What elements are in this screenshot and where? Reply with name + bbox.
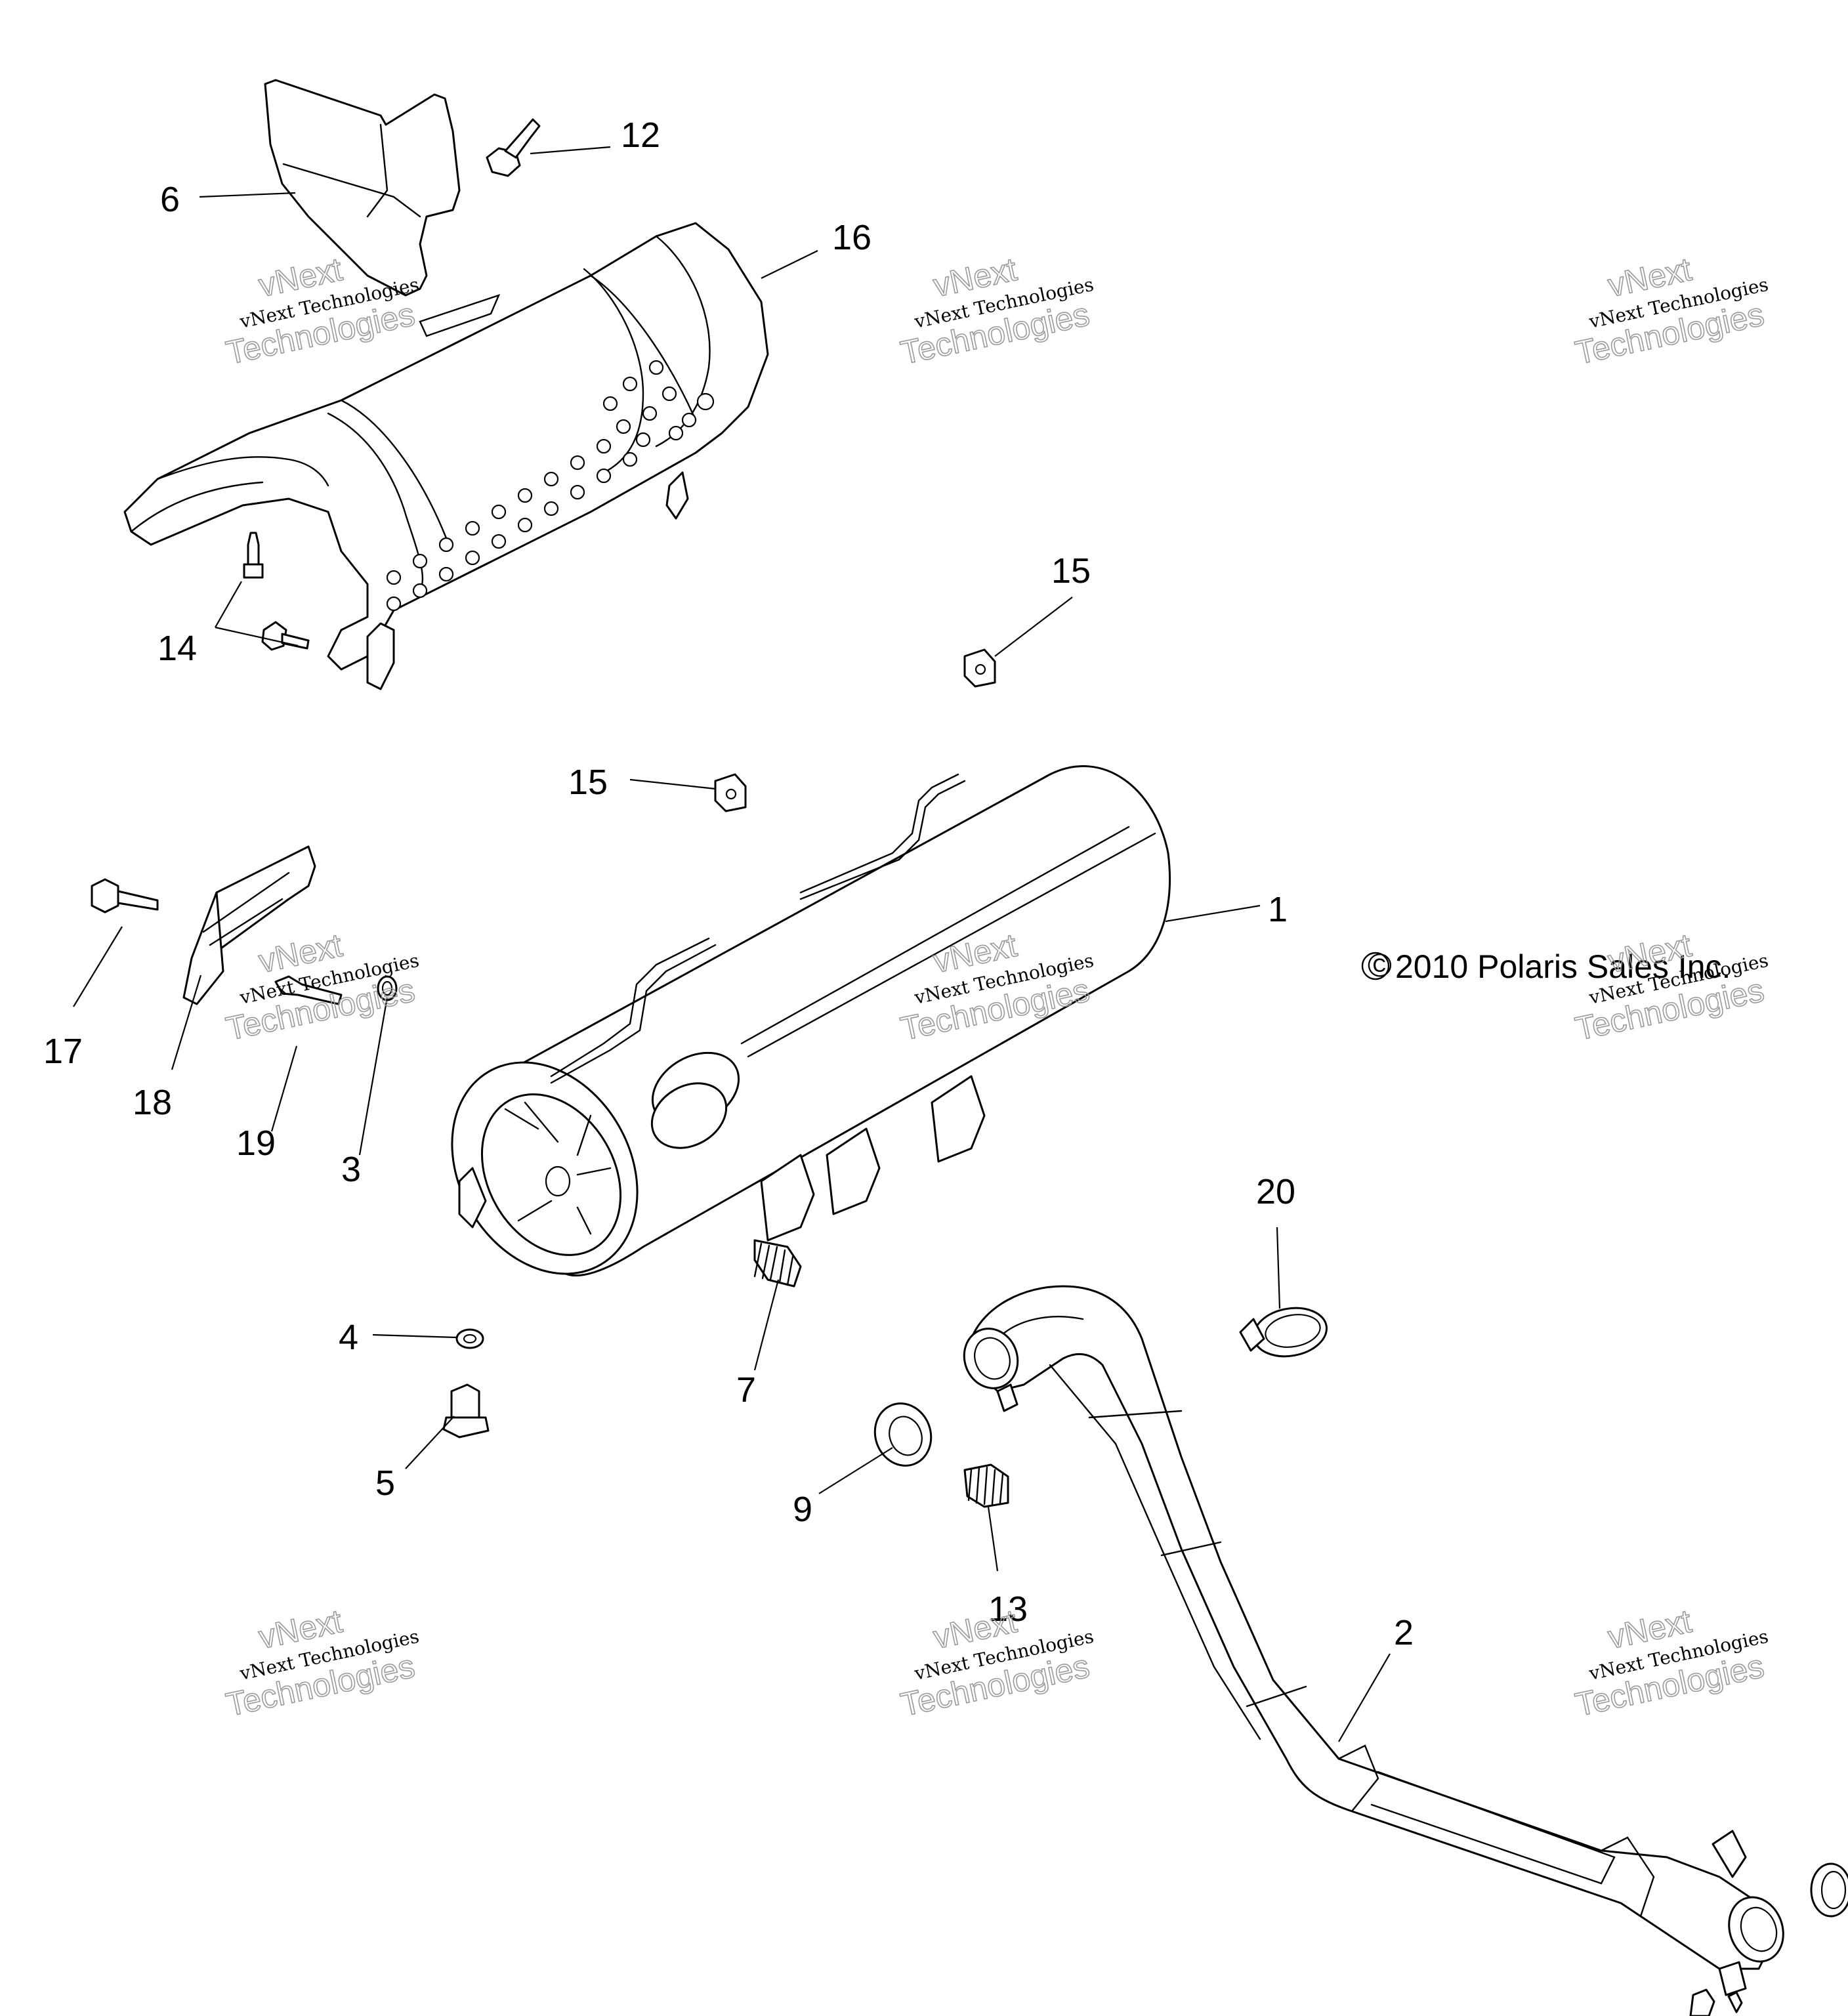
callout-5: 5: [375, 1463, 395, 1503]
callout-14: 14: [158, 629, 197, 668]
part-13-spring: [963, 1463, 1009, 1508]
part-17-bolt: [91, 878, 159, 914]
callout-6: 6: [160, 180, 180, 219]
callout-17: 17: [43, 1032, 83, 1071]
copyright-text: 2010 Polaris Sales Inc.: [1395, 948, 1731, 985]
exhaust-gasket-edge: [1810, 1862, 1848, 1918]
part-16-muffler-heat-shield: [123, 222, 769, 690]
callout-19: 19: [236, 1124, 276, 1163]
callout-18: 18: [133, 1083, 172, 1122]
callout-4: 4: [339, 1318, 358, 1357]
copyright-symbol: ©: [1368, 947, 1392, 984]
part-15-clip-nut-upper: [963, 648, 996, 688]
watermark-2: vNext vNext Technologies Technologies: [897, 250, 1096, 372]
part-18-bracket: [182, 845, 316, 1005]
watermark-3: vNext vNext Technologies Technologies: [1572, 250, 1771, 372]
watermark-7: vNext vNext Technologies Technologies: [222, 1602, 421, 1724]
callout-1: 1: [1268, 890, 1288, 929]
copyright-circle-icon: [1361, 952, 1390, 980]
callout-3: 3: [341, 1150, 361, 1189]
part-1-muffler: [451, 765, 1171, 1277]
watermark-9: vNext vNext Technologies Technologies: [1572, 1602, 1771, 1724]
watermark-4: vNext vNext Technologies Technologies: [222, 926, 421, 1048]
callout-labels: 1 2 3 4 5 6 7 9 12 13 14 15 15 16 17 18 …: [43, 116, 1414, 1652]
part-5-drain-plug: [442, 1383, 490, 1438]
part-20-clamp: [1239, 1307, 1328, 1358]
callout-7: 7: [736, 1370, 756, 1410]
part-6-heat-shield-plate: [264, 79, 461, 297]
part-2-head-pipe: [963, 1285, 1784, 1996]
callout-15-upper: 15: [1051, 551, 1091, 591]
bottom-fasteners: [1689, 1988, 1743, 2016]
callout-12: 12: [621, 116, 660, 155]
leader-lines: [73, 146, 1391, 1742]
copyright-notice: © 2010 Polaris Sales Inc.: [1361, 947, 1731, 985]
part-9-gasket: [873, 1402, 933, 1467]
part-3-o-ring: [377, 975, 398, 1001]
part-12-push-pin: [486, 118, 541, 177]
callout-13: 13: [988, 1589, 1028, 1629]
callout-2: 2: [1394, 1613, 1414, 1652]
callout-15-lower: 15: [568, 763, 608, 802]
watermark-8: vNext vNext Technologies Technologies: [897, 1602, 1096, 1724]
part-4-washer: [455, 1328, 484, 1349]
callout-9: 9: [793, 1490, 812, 1529]
part-19-rivet: [274, 975, 343, 1005]
part-7-spring: [753, 1239, 802, 1288]
part-15-clip-nut-lower: [714, 773, 747, 812]
callout-20: 20: [1256, 1172, 1295, 1211]
part-14-bolts: [243, 532, 310, 651]
callout-16: 16: [832, 218, 872, 257]
